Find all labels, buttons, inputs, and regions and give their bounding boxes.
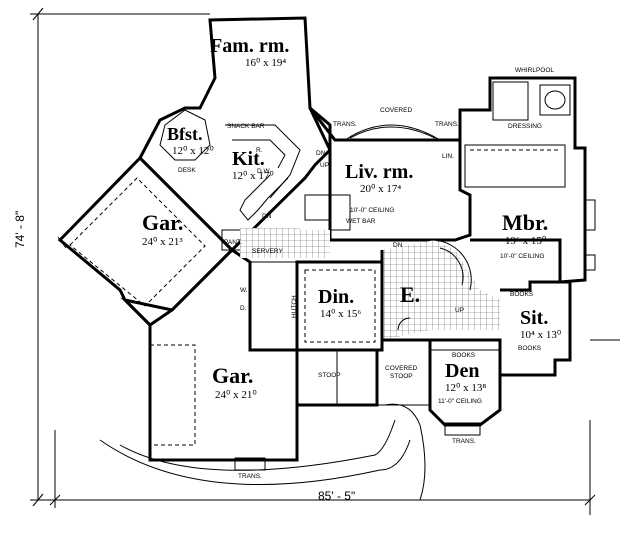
label-wet-bar: WET BAR (346, 218, 376, 225)
label-dw: D.W. (257, 168, 271, 175)
label-d: D. (240, 305, 247, 312)
room-size-kit: 12⁰ x 17⁰ (232, 170, 274, 182)
room-size-sit: 10⁴ x 13⁰ (520, 329, 562, 341)
label-trans-right: TRANS. (435, 121, 459, 128)
label-snack-bar: SNACK BAR (227, 123, 265, 130)
room-name-din: Din. (318, 286, 354, 308)
room-name-sit: Sit. (520, 307, 548, 329)
label-lin: LIN. (442, 153, 454, 160)
room-size-fam: 16⁰ x 19⁴ (245, 57, 286, 69)
room-name-liv: Liv. rm. (345, 161, 413, 183)
room-size-gar1: 24⁰ x 21³ (142, 236, 183, 248)
label-trans-den: TRANS. (452, 438, 476, 445)
room-size-mbr: 19⁶ x 15⁰ (505, 235, 547, 247)
label-dn-1: DN (316, 150, 326, 157)
master-suite-walls (458, 76, 596, 284)
den-walls (428, 338, 502, 436)
room-size-bfst: 12⁰ x 12⁰ (172, 145, 214, 157)
label-books-2: BOOKS (518, 345, 542, 352)
room-name-kit: Kit. (232, 148, 265, 170)
label-covered-top: COVERED (380, 107, 412, 114)
garage-2-walls (120, 248, 299, 462)
room-size-liv: 20⁰ x 17⁴ (360, 183, 401, 195)
sitting-room-walls (498, 280, 572, 377)
label-trans-garage: TRANS. (238, 473, 262, 480)
entry-foyer (240, 228, 500, 342)
label-up-1: UP (320, 162, 329, 169)
label-covered-stoop-1: COVERED (385, 365, 417, 372)
label-books-1: BOOKS (510, 291, 534, 298)
room-name-den: Den (445, 360, 479, 382)
label-hutch: HUTCH (291, 295, 298, 318)
width-dimension-line (49, 339, 620, 515)
label-dn-2: DN (262, 213, 272, 220)
dimension-width: 85' - 5" (318, 489, 355, 503)
room-size-din: 14⁰ x 15⁶ (320, 308, 361, 320)
room-name-gar2: Gar. (212, 363, 253, 388)
room-note-mbr: 10'-0" CEILING (500, 253, 544, 260)
dimension-depth: 74' - 8" (13, 211, 27, 248)
label-whirlpool: WHIRLPOOL (515, 67, 554, 74)
room-name-mbr: Mbr. (502, 210, 548, 235)
label-w: W. (240, 287, 248, 294)
room-size-den: 12⁰ x 13⁸ (445, 382, 486, 394)
room-name-fam: Fam. rm. (210, 35, 289, 57)
label-up-2: UP (455, 307, 464, 314)
label-books-3: BOOKS (452, 352, 476, 359)
room-name-gar1: Gar. (142, 210, 183, 235)
label-desk: DESK (178, 167, 196, 174)
label-covered-stoop-2: STOOP (390, 373, 413, 380)
label-dressing: DRESSING (508, 123, 542, 130)
label-trans-left: TRANS. (333, 121, 357, 128)
label-pant: PANT. (224, 239, 242, 246)
room-note-den: 11'-0" CEILING (438, 398, 482, 405)
label-servery: SERVERY (252, 248, 283, 255)
room-size-gar2: 24⁰ x 21⁰ (215, 389, 257, 401)
label-dn-3: DN (393, 242, 403, 249)
label-r: R. (256, 147, 263, 154)
room-note-liv: 10'-0" CEILING (350, 207, 394, 214)
stoops (99, 348, 430, 501)
room-name-bfst: Bfst. (167, 124, 203, 144)
depth-dimension-line (30, 7, 210, 507)
living-room-walls (304, 107, 472, 242)
room-name-entry: E. (400, 282, 420, 307)
label-stoop: STOOP (318, 372, 341, 379)
kitchen-family-walls (138, 16, 332, 253)
